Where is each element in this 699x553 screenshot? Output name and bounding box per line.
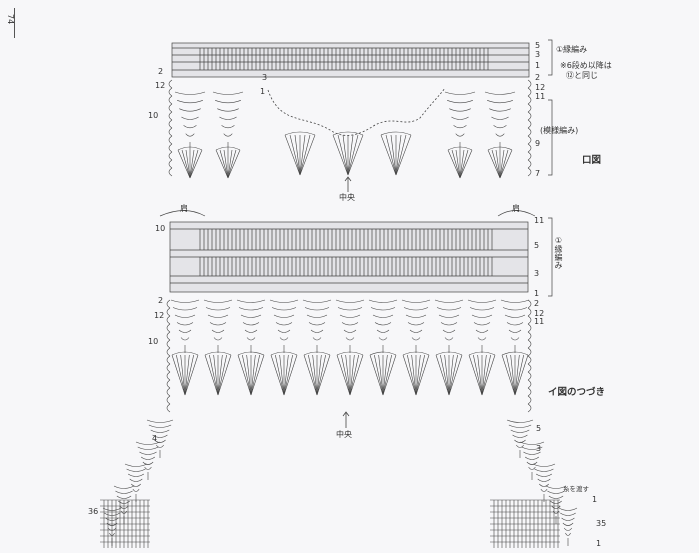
ro-row-1: 1: [535, 61, 541, 70]
ro-band: [171, 42, 530, 78]
i-shoulder-arc-left: [159, 210, 206, 217]
i-row-1-bottom: 1: [596, 539, 602, 548]
ro-note-line1: ※6段め以降は: [560, 61, 612, 70]
i-row-36: 36: [88, 507, 99, 516]
ro-row-9: 9: [535, 139, 541, 148]
i-row-11-right: 11: [534, 317, 545, 326]
i-row-5-top: 5: [534, 241, 540, 250]
i-row-1-top: 1: [534, 289, 540, 298]
i-shoulder-right: 肩: [512, 204, 520, 213]
i-row-11: 11: [534, 216, 545, 225]
i-lace: [100, 299, 578, 548]
ro-band-label: ①縁編み: [556, 45, 588, 54]
i-shoulder-arc-right: [497, 210, 536, 217]
i-row-3: 3: [536, 444, 542, 453]
ro-neck-curve: [267, 87, 446, 136]
i-row-4: 4: [152, 434, 158, 443]
ro-row-7: 7: [535, 169, 541, 178]
page-number-rule: [14, 8, 15, 38]
ro-row-12-right: 12: [535, 83, 546, 92]
ro-note-line2: ⑫と同じ: [566, 71, 598, 80]
ro-row-2-right: 2: [535, 73, 541, 82]
i-shoulder-left: 肩: [180, 204, 188, 213]
ro-pattern-label: (模様編み): [540, 126, 579, 135]
ro-row-1-inner: 1: [260, 87, 266, 96]
ro-row-5: 5: [535, 41, 541, 50]
ro-row-3: 3: [535, 50, 541, 59]
ro-row-10: 10: [148, 111, 159, 120]
i-row-2-right: 2: [534, 299, 540, 308]
i-row-12-left: 12: [154, 311, 165, 320]
i-title: イ図のつづき: [548, 387, 606, 398]
ro-row-11: 11: [535, 92, 546, 101]
ro-title: 口図: [582, 155, 602, 166]
i-row-35: 35: [596, 519, 607, 528]
i-row-3-top: 3: [534, 269, 540, 278]
ro-center-label: 中央: [339, 193, 355, 202]
i-band-label: ①縁編み: [554, 236, 563, 269]
i-yarn-label: 糸を渡す: [563, 485, 589, 493]
ro-lace: [168, 79, 532, 179]
i-row-10: 10: [148, 337, 159, 346]
i-row-5: 5: [536, 424, 542, 433]
i-band-bracket: [548, 217, 553, 297]
i-center-label: 中央: [336, 430, 352, 439]
ro-band-bracket: [548, 39, 553, 76]
ro-pattern-bracket: [548, 99, 553, 176]
i-row-2-left: 2: [158, 296, 164, 305]
ro-row-2-left: 2: [158, 67, 164, 76]
ro-row-12-left: 12: [155, 81, 166, 90]
i-row-10-top: 10: [155, 224, 166, 233]
i-band: [169, 221, 529, 293]
i-row-1: 1: [592, 495, 598, 504]
ro-row-3-inner: 3: [262, 73, 268, 82]
i-row-12-right: 12: [534, 309, 545, 318]
